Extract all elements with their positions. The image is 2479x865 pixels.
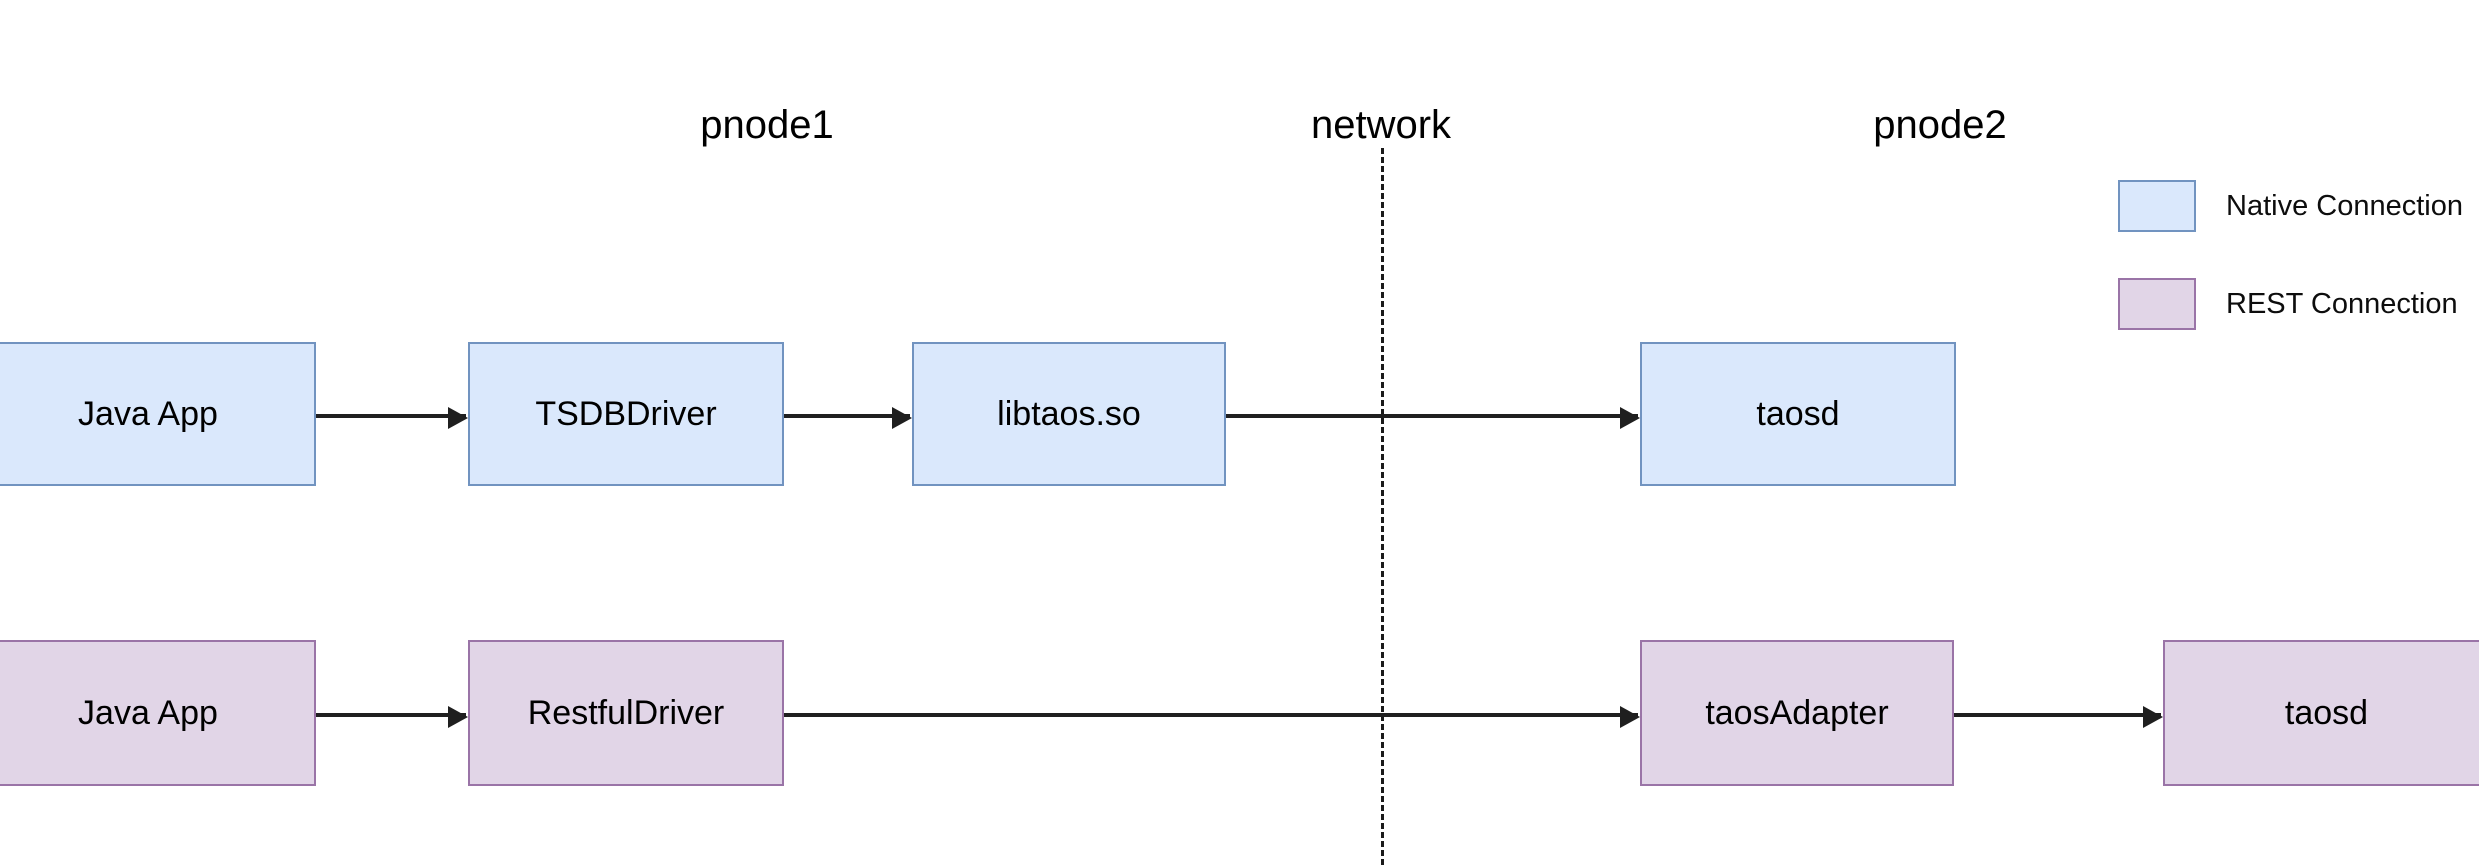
legend-swatch-native-icon (2118, 180, 2196, 232)
arrow-restful-driver-to-adapter (784, 706, 1640, 728)
node-libtaos-so[interactable]: libtaos.so (912, 342, 1226, 486)
zone-label-network: network (1310, 103, 1452, 147)
node-taosd-rest[interactable]: taosd (2163, 640, 2479, 786)
network-boundary-line (1381, 148, 1384, 865)
legend-item-native-connection: Native Connection (2118, 180, 2463, 232)
legend-label-rest-connection: REST Connection (2226, 287, 2458, 320)
arrow-java-app-to-tsdb-driver (316, 407, 468, 429)
node-java-app-rest[interactable]: Java App (0, 640, 316, 786)
arrow-java-app-to-restful-driver (316, 706, 468, 728)
arrow-tsdb-driver-to-libtaos (784, 407, 912, 429)
legend-item-rest-connection: REST Connection (2118, 278, 2458, 330)
node-tsdb-driver[interactable]: TSDBDriver (468, 342, 784, 486)
zone-label-pnode2: pnode2 (1873, 103, 2007, 147)
node-taos-adapter[interactable]: taosAdapter (1640, 640, 1954, 786)
arrow-libtaos-to-taosd (1226, 407, 1640, 429)
node-restful-driver[interactable]: RestfulDriver (468, 640, 784, 786)
node-taosd-native[interactable]: taosd (1640, 342, 1956, 486)
zone-label-pnode1: pnode1 (700, 103, 834, 147)
legend-swatch-rest-icon (2118, 278, 2196, 330)
node-java-app-native[interactable]: Java App (0, 342, 316, 486)
legend-label-native-connection: Native Connection (2226, 189, 2463, 222)
arrow-adapter-to-taosd (1954, 706, 2163, 728)
